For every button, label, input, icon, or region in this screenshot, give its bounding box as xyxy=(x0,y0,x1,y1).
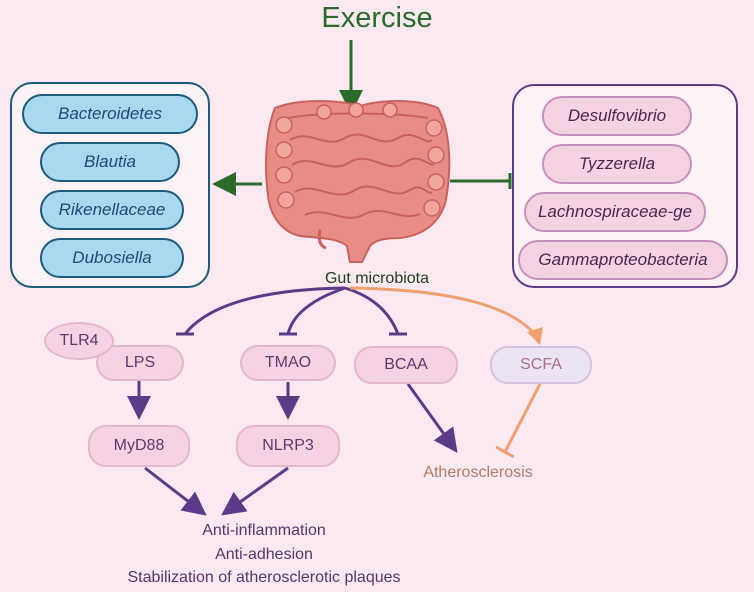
bcaa-to-athero xyxy=(406,383,458,453)
increased-bacteria-panel: Bacteroidetes Blautia Rikenellaceae Dubo… xyxy=(10,82,210,288)
bcaa-node: BCAA xyxy=(354,346,458,384)
nlrp3-node: NLRP3 xyxy=(236,425,340,467)
scfa-node: SCFA xyxy=(490,346,592,384)
tmao-node: TMAO xyxy=(240,345,336,381)
bacteria-pill: Desulfovibrio xyxy=(542,96,692,136)
bacteria-pill: Rikenellaceae xyxy=(40,190,184,230)
decreased-bacteria-panel: Desulfovibrio Tyzzerella Lachnospiraceae… xyxy=(512,84,738,288)
bacteria-pill: Bacteroidetes xyxy=(22,94,198,134)
tlr4-node: TLR4 xyxy=(44,322,114,360)
outcome-anti-adhesion: Anti-adhesion xyxy=(215,546,313,563)
branch-lps xyxy=(183,286,346,335)
lps-node: LPS xyxy=(96,345,184,381)
scfa-inhibit-line xyxy=(503,383,542,453)
myd88-node: MyD88 xyxy=(88,425,190,467)
branch-bcaa xyxy=(344,286,400,335)
myd88-to-outcome xyxy=(144,466,207,516)
branch-scfa-head xyxy=(527,327,543,345)
gut-icon xyxy=(265,100,451,263)
bacteria-pill: Tyzzerella xyxy=(542,144,692,184)
bacteria-pill: Blautia xyxy=(40,142,180,182)
nlrp3-to-outcome xyxy=(221,466,289,516)
atherosclerosis-label: Atherosclerosis xyxy=(423,464,533,481)
title: Exercise xyxy=(321,2,433,34)
outcome-plaque-stabilization: Stabilization of atherosclerotic plaques xyxy=(127,569,401,586)
bacteria-pill: Dubosiella xyxy=(40,238,184,278)
branch-tmao xyxy=(286,286,346,335)
gut-microbiota-label: Gut microbiota xyxy=(324,270,430,287)
branch-scfa xyxy=(349,286,538,337)
bacteria-pill: Lachnospiraceae-ge xyxy=(524,192,706,232)
bacteria-pill: Gammaproteobacteria xyxy=(518,240,728,280)
scfa-inhibit-bar xyxy=(495,445,515,459)
outcome-anti-inflammation: Anti-inflammation xyxy=(202,522,326,539)
